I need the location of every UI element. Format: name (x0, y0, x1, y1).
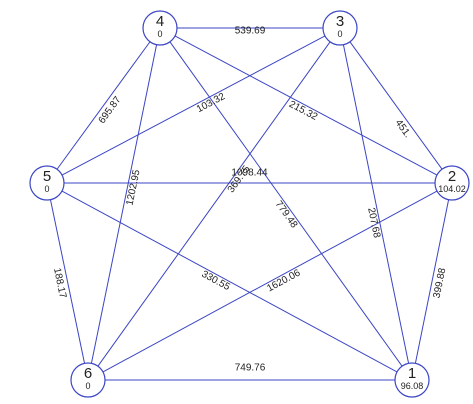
edge-6-2 (102, 190, 438, 373)
edge-5-1 (61, 190, 398, 373)
edge-3-5 (61, 35, 326, 176)
node-id-label: 2 (448, 168, 456, 185)
node-id-label: 4 (156, 13, 164, 30)
node-4: 40 (142, 10, 178, 46)
edge-label-3-1: 207.68 (365, 207, 382, 240)
node-circle (394, 362, 430, 398)
edge-label-4-1: 779.48 (273, 199, 300, 231)
edge-5-6 (49, 199, 86, 364)
node-3: 30 (322, 10, 358, 46)
node-circle (142, 10, 178, 46)
node-value-label: 0 (85, 381, 90, 391)
edge-label-6-2: 1620.06 (265, 267, 302, 294)
edge-label-6-1: 749.76 (235, 363, 266, 374)
node-id-label: 3 (336, 13, 344, 30)
node-id-label: 5 (43, 168, 51, 185)
edge-label-3-5: 103.32 (195, 91, 228, 115)
edge-4-2 (174, 35, 438, 176)
edge-label-3-2: 451. (393, 118, 413, 140)
node-6: 60 (70, 362, 106, 398)
node-id-label: 1 (408, 365, 416, 382)
node-value-label: 0 (337, 29, 342, 39)
node-5: 50 (29, 165, 65, 201)
edge-4-5 (56, 41, 151, 170)
node-1: 196.08 (394, 362, 430, 398)
edge-label-3-6: 369.75 (226, 163, 253, 195)
edge-label-4-6: 1202.95 (125, 168, 143, 206)
node-circle (322, 10, 358, 46)
edges (49, 27, 450, 381)
node-id-label: 6 (84, 365, 92, 382)
edge-4-6 (90, 44, 158, 364)
node-value-label: 104.02 (438, 184, 466, 194)
node-value-label: 0 (157, 29, 162, 39)
edge-label-5-2: 1098.44 (231, 168, 268, 179)
edge-label-5-1: 330.55 (200, 269, 233, 293)
edge-4-1 (169, 41, 403, 367)
edge-label-4-2: 215.32 (287, 99, 320, 123)
node-value-label: 0 (44, 184, 49, 194)
edge-3-6 (97, 41, 331, 367)
edge-3-2 (349, 41, 443, 170)
edge-2-1 (414, 199, 450, 364)
edge-label-4-3: 539.69 (235, 26, 266, 37)
node-value-label: 96.08 (401, 381, 424, 391)
node-circle (29, 165, 65, 201)
edge-3-1 (342, 44, 410, 364)
node-circle (70, 362, 106, 398)
node-circle (434, 165, 470, 201)
